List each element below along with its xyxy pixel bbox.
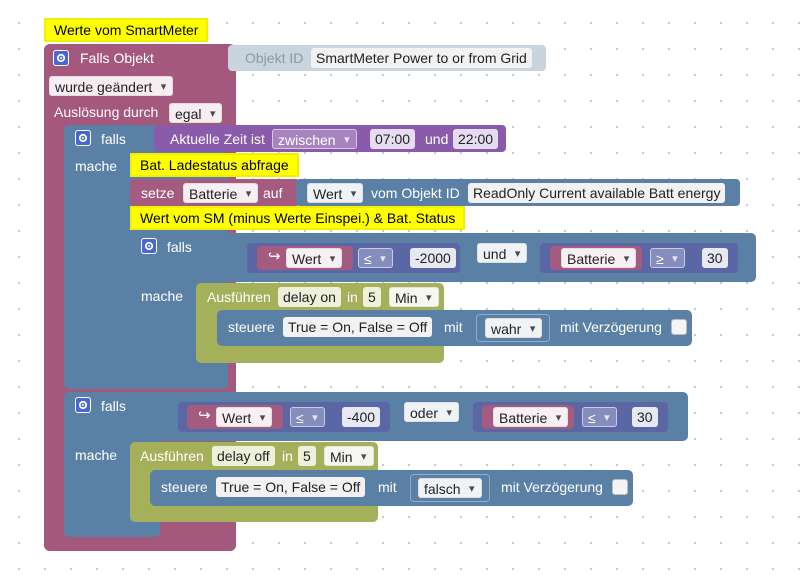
if3-left-var-dropdown[interactable]: Wert [216,407,273,428]
auf-label: auf [263,185,283,201]
time-label: Aktuelle Zeit ist [170,131,265,147]
if2-mache-label: mache [141,288,184,304]
exec-label: Ausführen [140,448,204,464]
control-field[interactable]: True = On, False = Off [283,317,433,337]
control-field[interactable]: True = On, False = Off [216,477,366,497]
if2-left-num[interactable]: -2000 [410,248,456,268]
trigger-condition-dropdown[interactable]: wurde geändert [49,76,174,97]
if2-right-var-dropdown[interactable]: Batterie [561,248,637,269]
comment-bat-status[interactable]: Bat. Ladestatus abfrage [130,153,299,177]
time-from-field[interactable]: 07:00 [370,129,416,149]
exec-in-label: in [282,448,293,464]
exec-label: Ausführen [207,289,271,305]
if3-left-op-dropdown[interactable]: ≤ [290,407,325,428]
gear-icon[interactable] [75,397,91,413]
exec-name-field[interactable]: delay off [212,446,275,466]
trigger-by-dropdown[interactable]: egal [169,103,223,124]
set-var-dropdown[interactable]: Batterie [183,183,259,204]
exec-unit-dropdown[interactable]: Min [389,287,439,308]
gear-icon[interactable] [53,50,69,66]
if1-mache-label: mache [75,158,118,174]
if3-mache-label: mache [75,447,118,463]
if1-falls-label: falls [101,131,126,147]
if3-right-var-dropdown[interactable]: Batterie [493,407,569,428]
if3-logic-dropdown[interactable]: oder [404,402,460,423]
if3-right-op-dropdown[interactable]: ≤ [582,407,617,428]
comment-sm-value[interactable]: Wert vom SM (minus Werte Einspei.) & Bat… [130,206,466,230]
from-object-label: vom Objekt ID [371,185,460,201]
checkbox-icon[interactable] [612,479,628,495]
bool-dropdown[interactable]: wahr [485,318,543,339]
control-mit-label: mit [444,319,463,335]
if2-left-op-dropdown[interactable]: ≤ [358,248,393,269]
read-object-field[interactable]: ReadOnly Current available Batt energy [468,183,726,203]
trigger-header-ext [44,44,227,72]
exec-unit-dropdown[interactable]: Min [324,446,374,467]
if2-right-num[interactable]: 30 [702,248,728,268]
if3-falls-label: falls [101,398,126,414]
trigger-bottom-bar [44,540,236,551]
if3-right-num[interactable]: 30 [632,407,658,427]
if2-left-var-dropdown[interactable]: Wert [286,248,343,269]
control-label: steuere [161,479,208,495]
return-arrow-icon: ↪ [198,407,211,424]
gear-icon[interactable] [75,130,91,146]
bool-dropdown[interactable]: falsch [418,478,482,499]
gear-icon[interactable] [141,238,157,254]
exec-num-field[interactable]: 5 [363,287,381,307]
time-und-label: und [425,131,449,147]
control-label: steuere [228,319,275,335]
comment-main[interactable]: Werte vom SmartMeter [44,18,209,42]
setze-label: setze [141,185,175,201]
if2-falls-label: falls [167,239,192,255]
delay-label: mit Verzögerung [501,479,603,495]
control-mit-label: mit [378,479,397,495]
exec-num-field[interactable]: 5 [298,446,316,466]
trigger-by-label: Auslösung durch [54,104,159,120]
return-arrow-icon: ↪ [268,248,281,265]
if2-right-op-dropdown[interactable]: ≥ [650,248,685,269]
exec-in-label: in [347,289,358,305]
object-id-label: Objekt ID [245,50,304,66]
delay-label: mit Verzögerung [560,319,662,335]
checkbox-icon[interactable] [671,319,687,335]
if2-logic-dropdown[interactable]: und [477,243,528,264]
object-id-field[interactable]: SmartMeter Power to or from Grid [311,48,532,68]
if3-left-num[interactable]: -400 [342,407,381,427]
time-to-field[interactable]: 22:00 [453,129,499,149]
exec-name-field[interactable]: delay on [278,287,341,307]
value-dropdown[interactable]: Wert [307,183,364,204]
time-op-dropdown[interactable]: zwischen [272,129,357,150]
trigger-label: Falls Objekt [80,50,154,66]
